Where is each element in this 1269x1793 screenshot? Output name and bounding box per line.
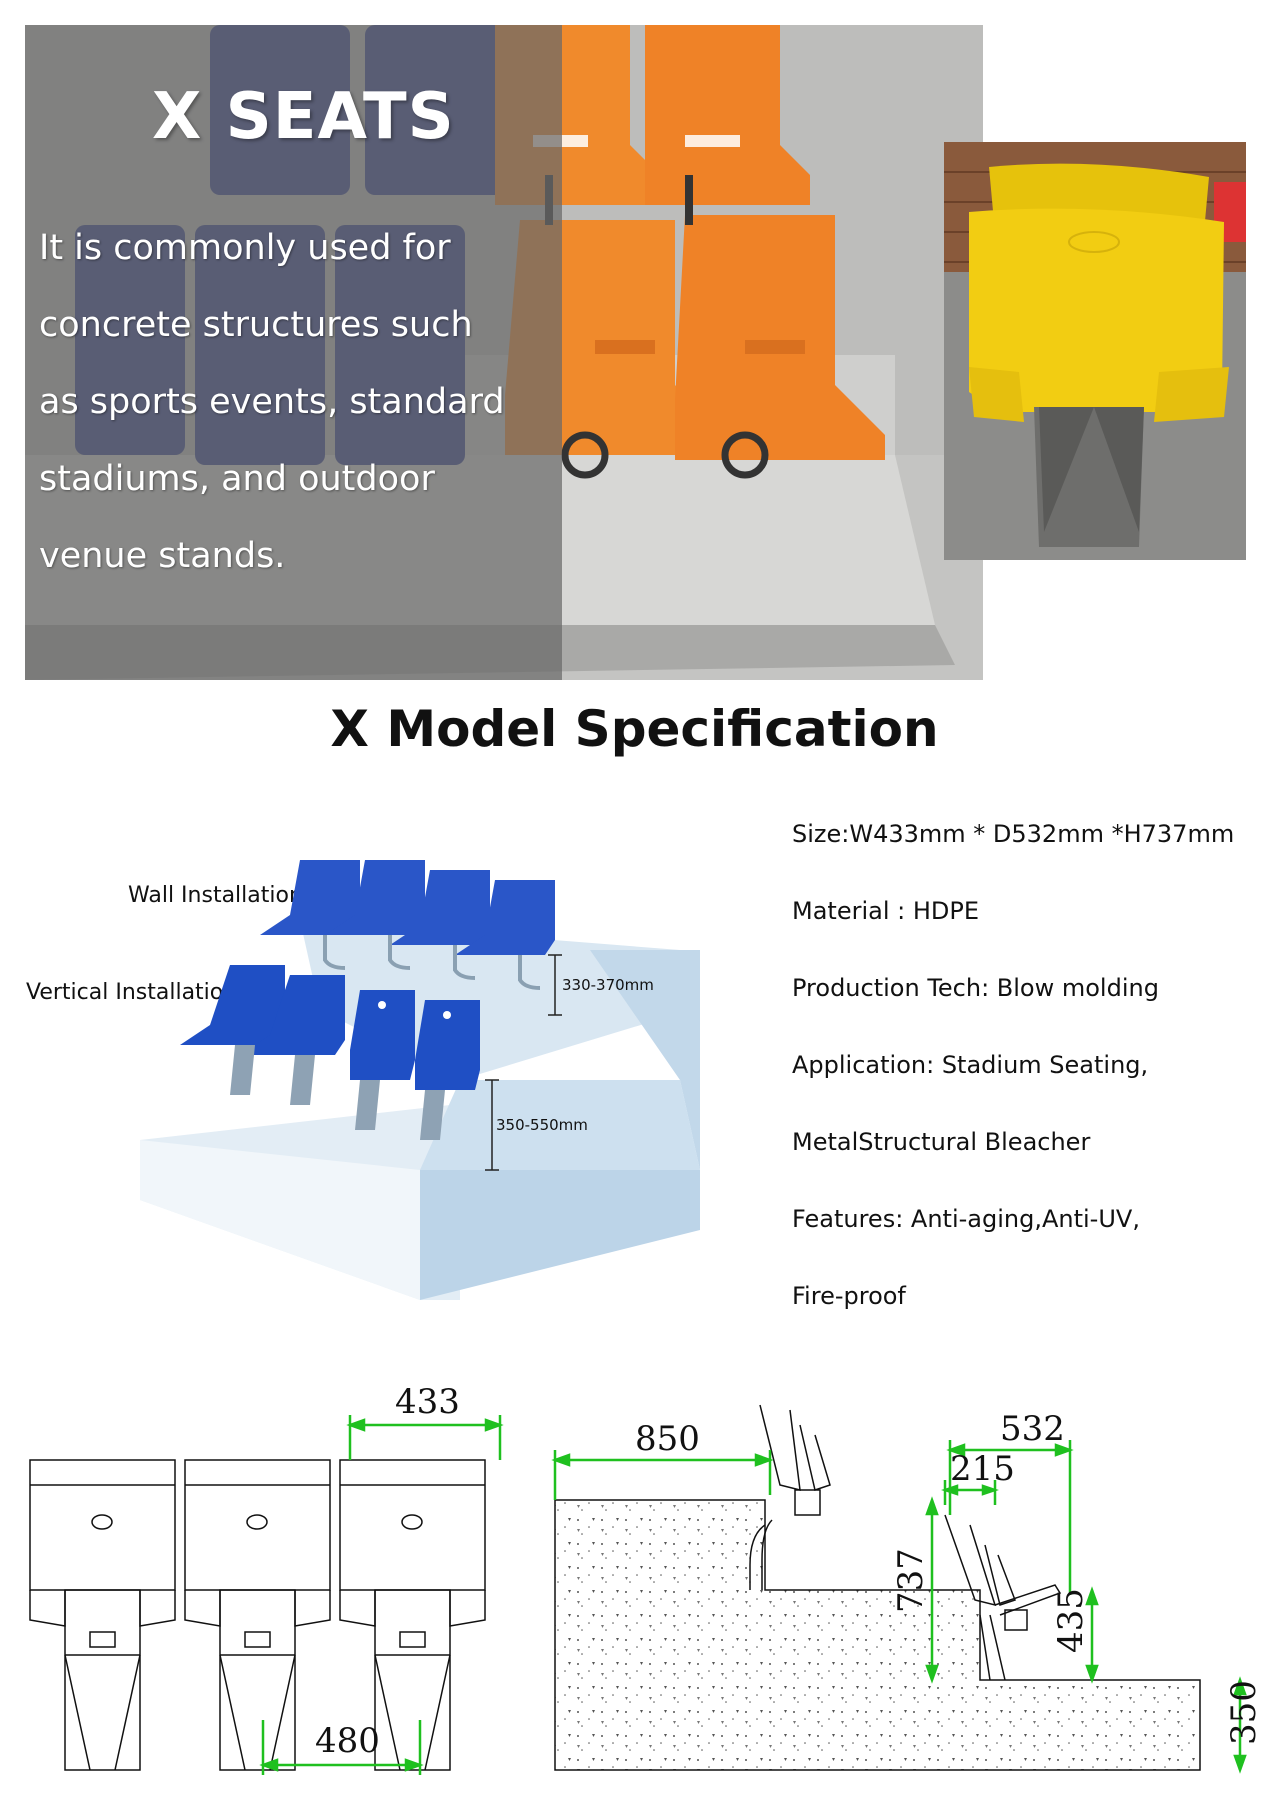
hero-description-line: concrete structures such: [39, 305, 473, 345]
dim-depth: 532: [1000, 1409, 1065, 1449]
spec-list: Size:W433mm * D532mm *H737mm Material : …: [792, 820, 1262, 1359]
front-seat: [339, 1459, 486, 1771]
dim-step: 350: [1224, 1680, 1260, 1745]
hero-description-line: as sports events, standard: [39, 382, 505, 422]
front-view-drawing: 433 480: [20, 1380, 510, 1780]
upper-height-label: 330-370mm: [562, 976, 654, 994]
hero-description-line: stadiums, and outdoor: [39, 459, 435, 499]
label-wall-installation: Wall Installation: [128, 883, 303, 908]
spec-item-application: Application: Stadium Seating,: [792, 1051, 1149, 1079]
dim-offset: 215: [950, 1449, 1015, 1489]
spec-item-production: Production Tech: Blow molding: [792, 974, 1159, 1002]
lower-height-label: 350-550mm: [496, 1116, 588, 1134]
dim-spacing: 480: [315, 1721, 380, 1761]
side-view-drawing: 850 532 215 737 435 350: [550, 1395, 1264, 1780]
hero-description-line: It is commonly used for: [39, 228, 451, 268]
dim-depth-front: 850: [635, 1419, 700, 1459]
dim-height: 737: [891, 1548, 931, 1613]
label-vertical-installation: Vertical Installation: [26, 980, 238, 1005]
spec-item-material: Material : HDPE: [792, 897, 980, 925]
hero-description: It is commonly used for concrete structu…: [39, 210, 584, 595]
dim-width: 433: [395, 1382, 460, 1422]
hero-banner: X SEATS It is commonly used for concrete…: [25, 25, 983, 680]
installation-render: 330-370mm 350-550mm: [120, 840, 740, 1300]
spec-item-features-cont: Fire-proof: [792, 1282, 906, 1310]
front-seat: [29, 1459, 176, 1771]
spec-title: X Model Specification: [330, 700, 939, 758]
hero-description-line: venue stands.: [39, 536, 286, 576]
dim-seat-height: 435: [1051, 1588, 1091, 1653]
hero-text-overlay: [25, 25, 562, 680]
hero-title: X SEATS: [152, 80, 455, 154]
spec-item-features: Features: Anti-aging,Anti-UV,: [792, 1205, 1140, 1233]
spec-item-size: Size:W433mm * D532mm *H737mm: [792, 820, 1235, 848]
front-seat: [184, 1459, 331, 1771]
yellow-seat-photo: [944, 142, 1246, 560]
spec-item-application-cont: MetalStructural Bleacher: [792, 1128, 1091, 1156]
